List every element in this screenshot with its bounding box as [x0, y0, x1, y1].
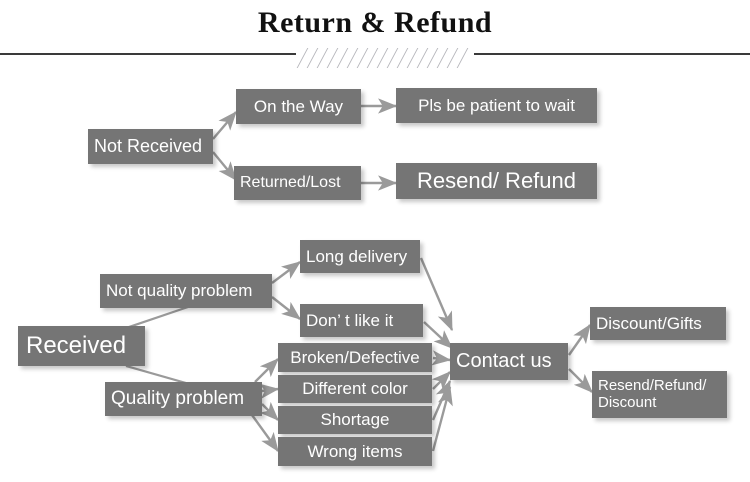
node-not-received[interactable]: Not Received	[88, 129, 213, 164]
node-on-the-way[interactable]: On the Way	[236, 89, 361, 124]
divider-rule-left	[0, 53, 296, 55]
node-discount-gifts[interactable]: Discount/Gifts	[590, 307, 726, 340]
node-dont-like-it[interactable]: Don’ t like it	[300, 304, 423, 337]
node-received[interactable]: Received	[18, 326, 145, 366]
node-resend-refund[interactable]: Resend/ Refund	[396, 163, 597, 199]
node-broken-defective[interactable]: Broken/Defective	[278, 343, 432, 372]
page-title: Return & Refund	[257, 6, 493, 39]
node-contact-us[interactable]: Contact us	[450, 343, 568, 380]
node-resend-refund-discount[interactable]: Resend/Refund/ Discount	[592, 371, 727, 418]
hatched-divider-icon	[296, 48, 469, 68]
node-pls-be-patient-to-wait[interactable]: Pls be patient to wait	[396, 88, 597, 123]
node-different-color[interactable]: Different color	[278, 375, 432, 403]
node-returned-lost[interactable]: Returned/Lost	[234, 166, 361, 200]
node-wrong-items[interactable]: Wrong items	[278, 437, 432, 466]
node-long-delivery[interactable]: Long delivery	[300, 240, 420, 273]
node-shortage[interactable]: Shortage	[278, 406, 432, 434]
divider-rule-right	[474, 53, 750, 55]
node-not-quality-problem[interactable]: Not quality problem	[100, 274, 272, 308]
node-quality-problem[interactable]: Quality problem	[105, 382, 262, 416]
decorative-divider	[0, 48, 750, 70]
